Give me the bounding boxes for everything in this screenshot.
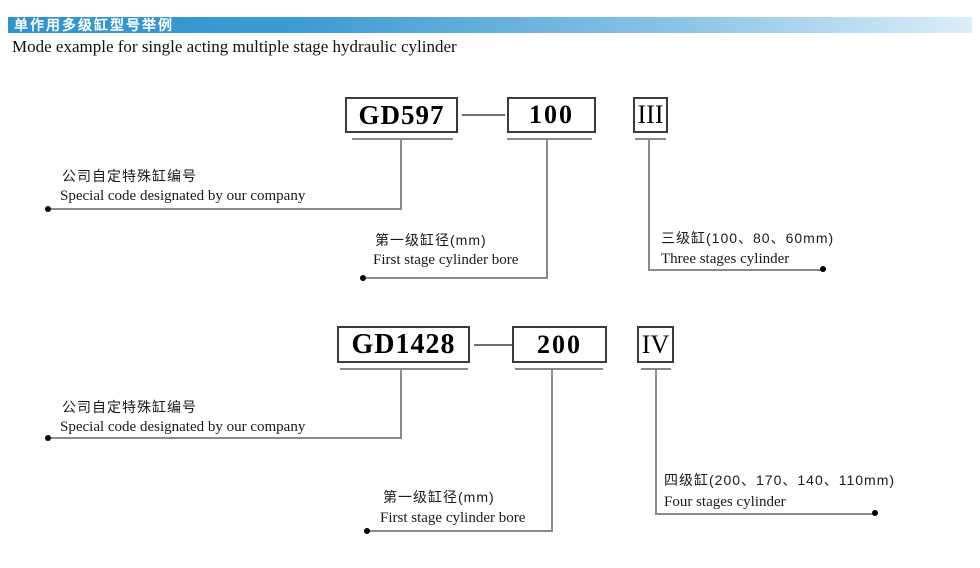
- company-label-cn-2: 公司自定特殊缸编号: [62, 399, 197, 415]
- section-header-bar: 单作用多级缸型号举例: [8, 17, 972, 33]
- company-label-cn-1: 公司自定特殊缸编号: [62, 168, 197, 184]
- company-label-en-1: Special code designated by our company: [60, 188, 306, 204]
- stages-label-en-2: Four stages cylinder: [664, 494, 786, 510]
- section-subtitle-en: Mode example for single acting multiple …: [12, 37, 457, 56]
- connector-stages-horizontal-2: [655, 513, 877, 515]
- bore-box-2: 200: [512, 326, 607, 363]
- underline-stage-1: [635, 138, 666, 140]
- underline-code-1: [352, 138, 453, 140]
- connector-bore-horizontal-1: [363, 277, 548, 279]
- connector-stages-horizontal-1: [648, 269, 826, 271]
- connector-company-dot-2: [45, 435, 51, 441]
- connector-company-vertical-2: [400, 370, 402, 439]
- connector-company-vertical-1: [400, 140, 402, 210]
- connector-bore-vertical-1: [546, 140, 548, 279]
- stages-label-cn-2: 四级缸(200、170、140、110mm): [664, 472, 896, 488]
- connector-stages-dot-1: [820, 266, 826, 272]
- stage-numeral-box-1: III: [633, 97, 668, 133]
- model-code-box-2: GD1428: [337, 326, 470, 363]
- separator-dash-1: [462, 114, 505, 116]
- connector-company-horizontal-2: [48, 437, 402, 439]
- separator-dash-2: [474, 344, 512, 346]
- underline-code-2: [340, 368, 468, 370]
- company-label-en-2: Special code designated by our company: [60, 419, 306, 435]
- bore-label-en-1: First stage cylinder bore: [373, 252, 519, 268]
- section-title-cn: 单作用多级缸型号举例: [14, 17, 174, 33]
- connector-stages-vertical-2: [655, 370, 657, 515]
- underline-bore-2: [515, 368, 603, 370]
- connector-company-dot-1: [45, 206, 51, 212]
- bore-box-1: 100: [507, 97, 596, 133]
- underline-bore-1: [507, 138, 592, 140]
- connector-stages-vertical-1: [648, 140, 650, 271]
- connector-bore-dot-2: [364, 528, 370, 534]
- bore-label-en-2: First stage cylinder bore: [380, 510, 526, 526]
- stage-numeral-box-2: IV: [637, 326, 674, 363]
- bore-label-cn-1: 第一级缸径(mm): [375, 232, 487, 248]
- underline-stage-2: [641, 368, 671, 370]
- connector-bore-horizontal-2: [367, 530, 553, 532]
- stages-label-en-1: Three stages cylinder: [661, 251, 790, 267]
- model-code-box-1: GD597: [345, 97, 458, 133]
- connector-bore-vertical-2: [551, 370, 553, 532]
- connector-bore-dot-1: [360, 275, 366, 281]
- connector-stages-dot-2: [872, 510, 878, 516]
- bore-label-cn-2: 第一级缸径(mm): [383, 489, 495, 505]
- stages-label-cn-1: 三级缸(100、80、60mm): [661, 230, 835, 246]
- connector-company-horizontal-1: [48, 208, 402, 210]
